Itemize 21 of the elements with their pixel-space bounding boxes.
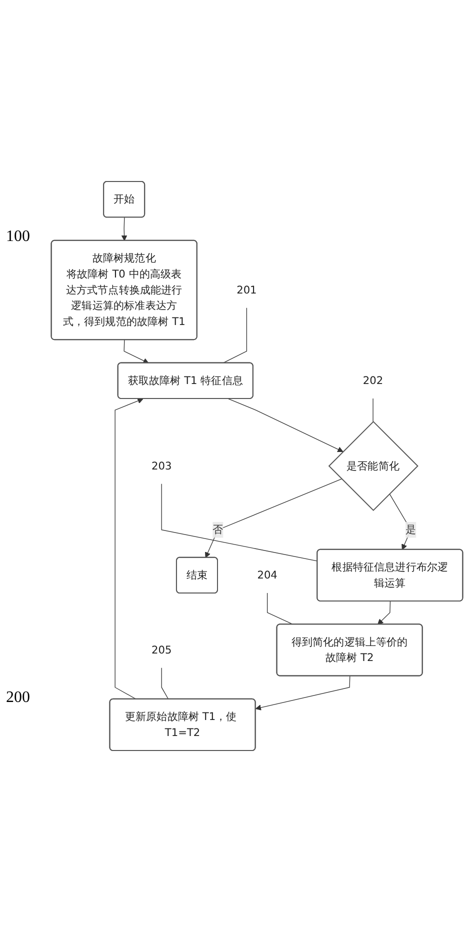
arrow <box>377 601 391 625</box>
callout-number: 100 <box>6 228 31 246</box>
node-text: 205 <box>151 643 172 656</box>
node-text: 203 <box>151 459 172 472</box>
node-text: 201 <box>236 283 257 296</box>
callout-number: 200 <box>6 688 31 706</box>
arrow <box>121 217 128 241</box>
connector <box>161 484 318 562</box>
edge-label: 是 <box>406 523 416 536</box>
arrow <box>205 478 342 558</box>
arrow <box>124 340 149 364</box>
arrow <box>114 398 144 700</box>
node-text: 202 <box>362 374 384 387</box>
arrow <box>228 398 344 452</box>
node-text: 204 <box>257 568 278 582</box>
connector <box>372 398 374 422</box>
edge-label: 否 <box>212 523 224 536</box>
arrow <box>255 676 350 710</box>
node-diamond: 是否能简化 <box>328 420 418 512</box>
connector <box>222 308 248 364</box>
connector <box>161 668 169 700</box>
